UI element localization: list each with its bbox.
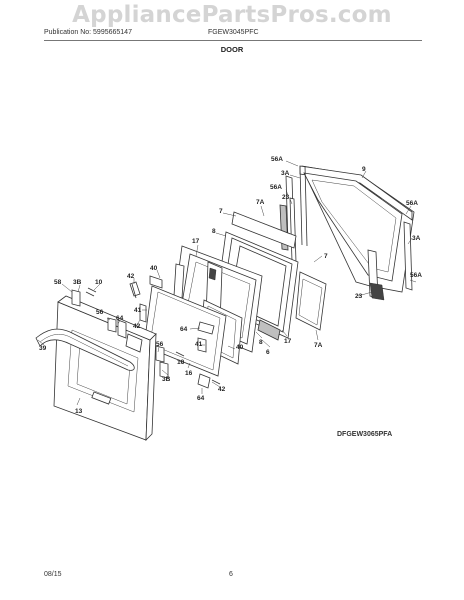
callout-56-low: 56 (156, 341, 164, 348)
callout-7-top: 7 (219, 208, 223, 215)
callout-3B-low: 3B (162, 376, 171, 383)
callout-64-top: 64 (116, 315, 124, 322)
section-title: DOOR (220, 45, 244, 54)
page-number: 6 (229, 571, 233, 578)
diagram-code: DFGEW3065PFA (337, 431, 393, 438)
callout-7A-top: 7A (256, 199, 265, 206)
part-outer-back-frame (299, 165, 415, 301)
callout-17-low: 17 (284, 338, 292, 345)
callout-8-low: 8 (259, 339, 263, 346)
callout-23-low: 23 (355, 293, 363, 300)
publication-number: Publication No: 5995665147 (44, 29, 132, 36)
callout-42-low: 42 (218, 386, 226, 393)
part-door-handle (35, 328, 135, 371)
callout-6: 6 (266, 349, 270, 356)
callout-17-top: 17 (192, 238, 200, 245)
callout-42-left: 42 (133, 323, 141, 330)
callout-8: 8 (212, 228, 216, 235)
callout-64-low: 64 (197, 395, 205, 402)
callout-7A-low: 7A (314, 342, 323, 349)
callout-64-mid: 64 (180, 326, 188, 333)
callout-56A-mid: 56A (270, 184, 282, 191)
callout-58: 58 (54, 279, 62, 286)
callout-labels: 56A 9 3A 56A 23 7A 7 56A 8 3A 17 7 40 42… (39, 156, 422, 415)
callout-56A-right: 56A (406, 200, 418, 207)
callout-10-low: 10 (177, 359, 185, 366)
callout-56-left: 56 (96, 309, 104, 316)
callout-23-top: 23 (282, 194, 290, 201)
leader-lines (37, 160, 417, 406)
watermark: AppliancePartsPros.com (72, 2, 392, 28)
model-number: FGEW3045PFC (208, 29, 259, 36)
callout-13: 13 (75, 408, 83, 415)
part-insulation-pads (231, 211, 327, 331)
footer-date: 08/15 (44, 571, 62, 578)
callout-3A-top: 3A (281, 170, 290, 177)
callout-39: 39 (39, 345, 47, 352)
callout-56A-top: 56A (271, 156, 283, 163)
callout-3B-left: 3B (73, 279, 82, 286)
callout-7-right: 7 (324, 253, 328, 260)
callout-9: 9 (362, 166, 366, 173)
callout-42-top: 42 (127, 273, 135, 280)
callout-40-mid: 40 (236, 344, 244, 351)
callout-16: 16 (185, 370, 193, 377)
part-left-trim-strips (279, 175, 297, 263)
callout-10-left: 10 (95, 279, 103, 286)
callout-41-top: 41 (134, 307, 142, 314)
part-inner-glass (143, 285, 227, 377)
callout-41-mid: 41 (195, 341, 203, 348)
callout-40-top: 40 (150, 265, 158, 272)
callout-3A-right: 3A (412, 235, 421, 242)
callout-56A-lowright: 56A (410, 272, 422, 279)
header-rule (44, 40, 422, 41)
